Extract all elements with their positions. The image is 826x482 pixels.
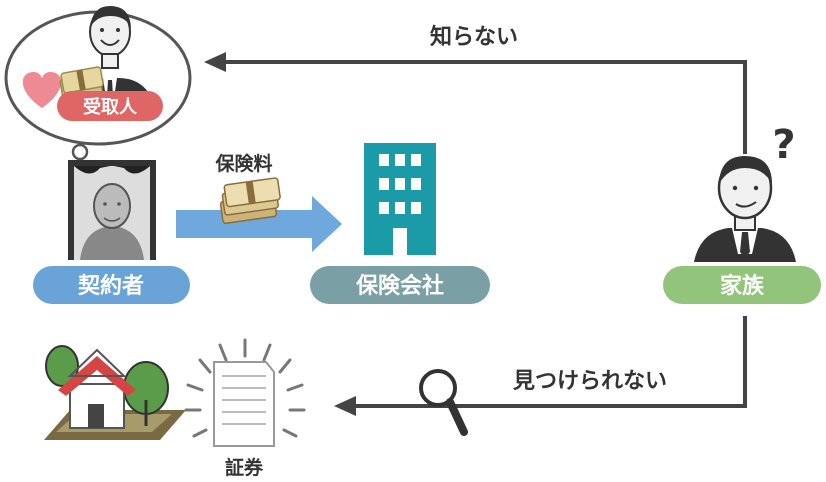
unknown-arrow bbox=[204, 52, 747, 154]
beneficiary-label: 受取人 bbox=[83, 96, 138, 118]
portrait-frame-icon bbox=[68, 160, 156, 260]
cannot-find-arrow bbox=[334, 316, 747, 416]
heart-icon bbox=[22, 72, 62, 108]
policyholder-label: 契約者 bbox=[77, 273, 144, 299]
magnifier-icon bbox=[419, 369, 468, 436]
question-mark-icon: ? bbox=[772, 122, 795, 168]
building-icon bbox=[364, 143, 436, 255]
policyholder-pill: 契約者 bbox=[33, 266, 190, 304]
cannot-find-label: 見つけられない bbox=[513, 369, 667, 394]
family-person-icon bbox=[694, 156, 796, 262]
premium-arrow bbox=[176, 196, 342, 252]
beneficiary-pill: 受取人 bbox=[57, 91, 163, 121]
certificate-burst-icon bbox=[184, 338, 306, 447]
family-label: 家族 bbox=[720, 273, 765, 299]
insurance-company-label: 保険会社 bbox=[355, 273, 444, 299]
family-pill: 家族 bbox=[663, 266, 821, 304]
premium-label: 保険料 bbox=[214, 152, 272, 175]
certificate-label: 証券 bbox=[225, 456, 264, 479]
unknown-label: 知らない bbox=[430, 24, 518, 50]
house-icon bbox=[44, 345, 186, 440]
money-bundle-icon bbox=[219, 177, 281, 224]
insurance-company-pill: 保険会社 bbox=[310, 266, 490, 304]
